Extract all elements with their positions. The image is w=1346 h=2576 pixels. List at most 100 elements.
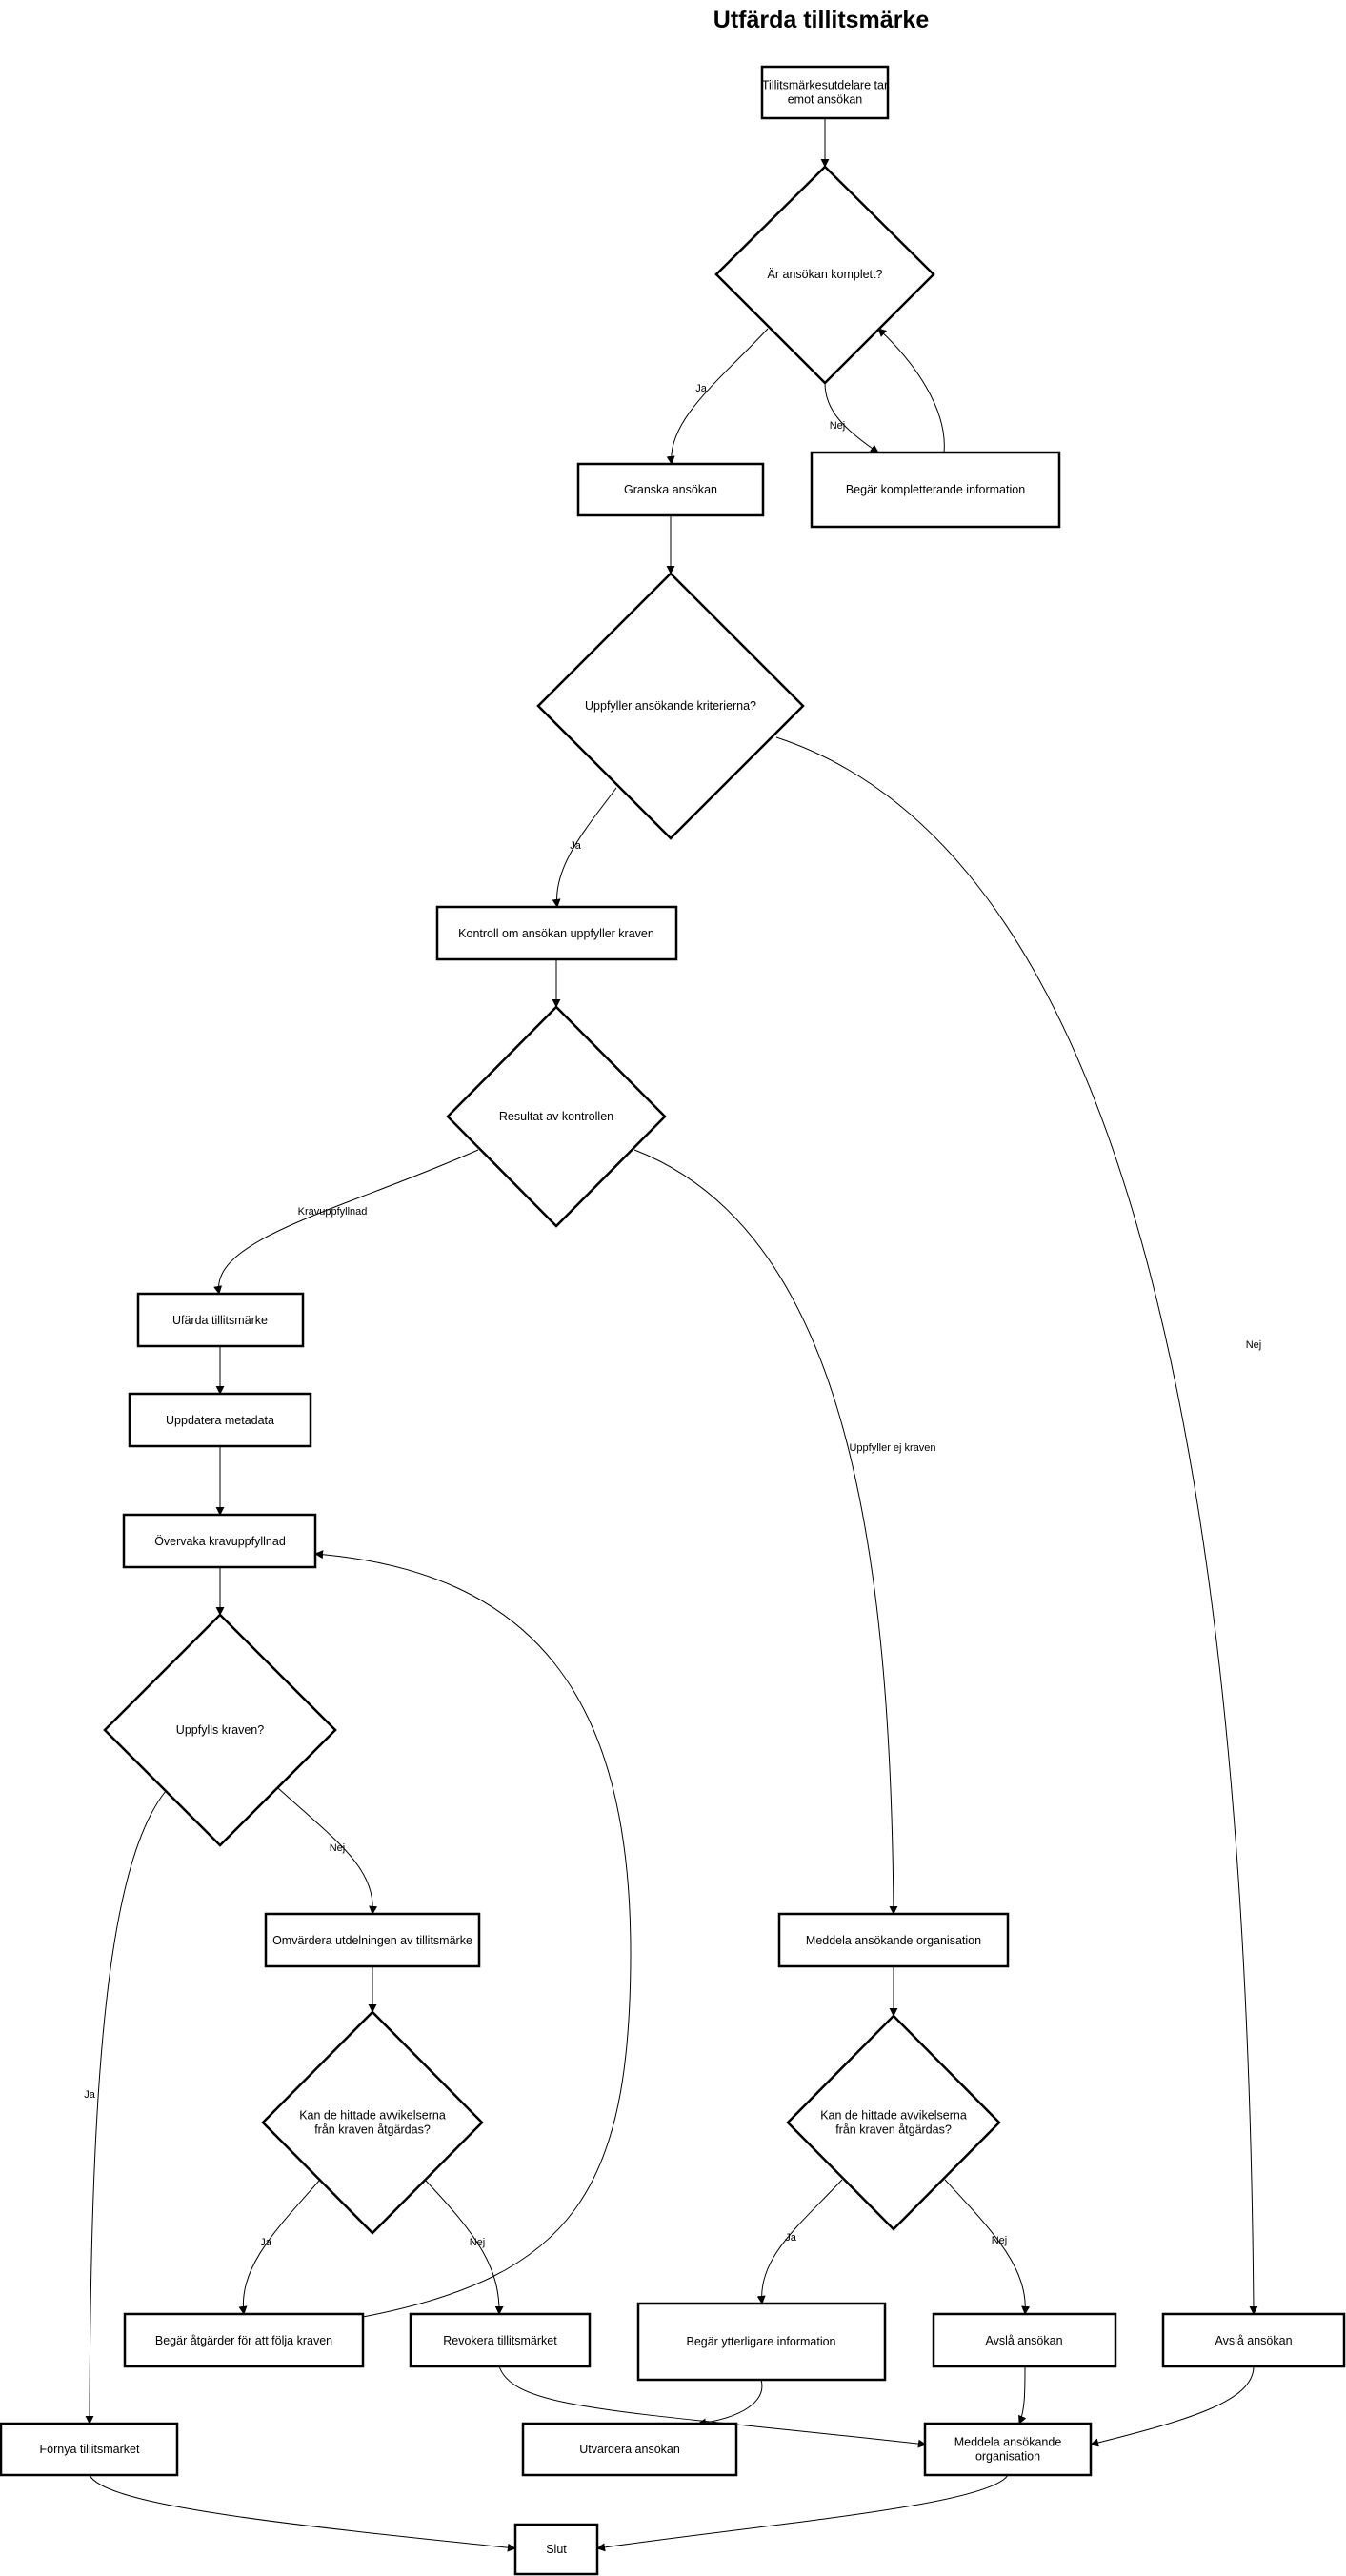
edge-met-reassess [277,1787,378,1915]
edge-label-fixright-yes: Ja [785,2232,797,2244]
node-label-line: Kan de hittade avvikelserna [299,2109,446,2123]
edge-label-fixright-no: Nej [992,2235,1008,2246]
node-label: Utvärdera ansökan [579,2443,680,2456]
node-label-line: Kan de hittade avvikelserna [820,2109,967,2123]
node-request-actions: Begär åtgärder för att följa kraven [123,2312,365,2368]
edge-reject-mid-notify2 [1018,2365,1027,2425]
edge-label-complete-yes: Ja [695,383,708,394]
edge-labels: Ja Nej Ja Nej Kravuppfyllnad Uppfyller e… [84,383,1261,2248]
node-label: Ufärda tillitsmärke [172,1314,268,1327]
node-label: Uppfyller ansökande kriterierna? [585,699,756,713]
node-label: Avslå ansökan [1215,2334,1292,2347]
node-label-line: från kraven åtgärdas? [314,2123,431,2137]
node-label: Slut [546,2543,567,2556]
node-label-line: Uppfyller ansökande kriterierna? [585,699,756,713]
edge-label-met-yes: Ja [84,2089,96,2101]
edge-notify2-end [596,2474,1009,2552]
edge-revoke-notify2 [498,2365,927,2448]
node-label-line: Avslå ansökan [985,2334,1062,2347]
decision-result: Resultat av kontrollen [446,1005,667,1228]
node-label-line: Begär åtgärder för att följa kraven [155,2334,332,2347]
edge-request-info-complete [877,328,945,453]
node-label-line: Avslå ansökan [1215,2334,1292,2347]
edge-request-actions-monitor [314,1550,632,2318]
node-label: Förnya tillitsmärket [40,2443,140,2456]
node-label-line: från kraven åtgärdas? [835,2123,952,2137]
node-update-meta: Uppdatera metadata [128,1392,312,1448]
node-label: Begär åtgärder för att följa kraven [155,2334,332,2347]
edge-label-fixleft-yes: Ja [260,2237,272,2248]
node-label: Revokera tillitsmärket [443,2334,557,2347]
node-label-line: Slut [546,2543,567,2556]
node-label: Kontroll om ansökan uppfyller kraven [458,927,654,940]
node-reject-right: Avslå ansökan [1161,2312,1346,2368]
node-revoke: Revokera tillitsmärket [409,2312,592,2368]
edge-criteria-control [552,787,617,908]
edge-fixright-request-more [756,2179,843,2304]
edge-result-notify [633,1149,898,1915]
node-end: Slut [513,2523,599,2576]
node-label-line: organisation [975,2450,1040,2464]
node-label-line: Tillitsmärkesutdelare tar [762,79,888,92]
node-label-line: Är ansökan komplett? [768,268,883,281]
edge-reject-right-notify2 [1090,2365,1255,2447]
edge-fixleft-request-actions [238,2179,321,2315]
node-request-info: Begär kompletterande information [810,451,1061,529]
edge-complete-review [666,328,769,465]
node-label-line: Granska ansökan [624,483,717,496]
node-label-line: Begär kompletterande information [846,483,1025,496]
node-label-line: Uppdatera metadata [166,1414,274,1427]
node-review: Granska ansökan [576,462,765,517]
node-label-line: Revokera tillitsmärket [443,2334,557,2347]
edge-label-result-ok: Kravuppfyllnad [298,1206,368,1218]
node-label-line: Omvärdera utdelningen av tillitsmärke [272,1934,472,1947]
decision-complete: Är ansökan komplett? [714,165,935,385]
decision-criteria: Uppfyller ansökande kriterierna? [536,572,805,840]
edge-criteria-reject-right [775,736,1258,2315]
node-label-line: Uppfylls kraven? [176,1723,264,1737]
node-label: Begär ytterligare information [686,2335,835,2348]
node-label: Omvärdera utdelningen av tillitsmärke [272,1934,472,1947]
diagram-title: Utfärda tillitsmärke [713,7,930,33]
node-control: Kontroll om ansökan uppfyller kraven [435,905,678,961]
node-label: Är ansökan komplett? [768,268,883,281]
edge-renew-end [89,2474,516,2552]
node-notify-org: Meddela ansökande organisation [777,1912,1010,1968]
node-label-line: Resultat av kontrollen [499,1110,613,1123]
edge-label-criteria-no: Nej [1246,1339,1262,1351]
edge-fixleft-revoke [424,2179,504,2315]
node-label-line: Utvärdera ansökan [579,2443,680,2456]
node-label-line: Meddela ansökande [954,2436,1062,2449]
decision-met: Uppfylls kraven? [103,1613,337,1847]
edge-label-complete-no: Nej [830,420,846,432]
node-reassess: Omvärdera utdelningen av tillitsmärke [264,1912,481,1968]
node-label: Begär kompletterande information [846,483,1025,496]
node-label: Granska ansökan [624,483,717,496]
edge-fixright-reject-mid [944,2179,1031,2315]
node-label-line: Begär ytterligare information [686,2335,835,2348]
node-label-line: Meddela ansökande organisation [806,1934,981,1947]
edge-label-fixleft-no: Nej [470,2237,486,2248]
node-label: Uppfylls kraven? [176,1723,264,1737]
node-label: Resultat av kontrollen [499,1110,613,1123]
edge-met-renew [85,1790,167,2425]
node-label-line: Ufärda tillitsmärke [172,1314,268,1327]
edge-result-issue [213,1149,479,1295]
edge-label-met-no: Nej [330,1842,346,1854]
edge-complete-request-info [824,382,879,453]
node-label-line: Kontroll om ansökan uppfyller kraven [458,927,654,940]
node-label-line: Förnya tillitsmärket [40,2443,140,2456]
node-label-line: Övervaka kravuppfyllnad [154,1535,286,1548]
edge-label-result-fail: Uppfyller ej kraven [849,1442,935,1454]
node-label: Meddela ansökande organisation [806,1934,981,1947]
node-label: Avslå ansökan [985,2334,1062,2347]
